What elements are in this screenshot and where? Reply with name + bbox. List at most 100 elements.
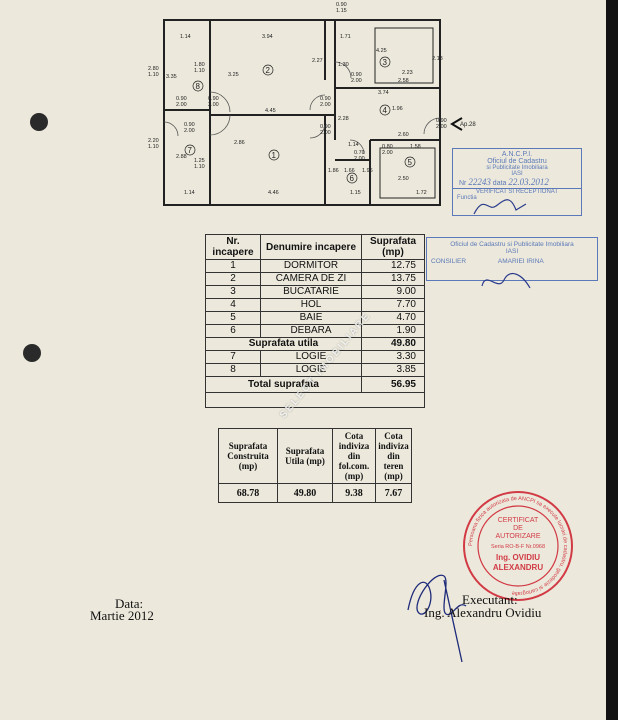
- plan-dim: 2.00: [351, 78, 362, 84]
- date-label: Data:: [115, 596, 144, 611]
- plan-dim: 2.00: [354, 156, 365, 162]
- cell-nr: 6: [205, 324, 261, 338]
- plan-dim: 1.10: [148, 72, 159, 78]
- stamp-title: CERTIFICAT: [498, 517, 539, 524]
- plan-dim: 0.90: [336, 2, 347, 8]
- summary-header: Suprafata Construita (mp): [218, 428, 278, 484]
- summary-header: Cota indiviza din teren (mp): [375, 428, 412, 484]
- stamp-serie: Seria RO-B-F Nr.0968: [491, 544, 545, 550]
- plan-dim: 0.80: [382, 144, 393, 150]
- room-number: 6: [350, 174, 355, 183]
- executant-name: Ing. Alexandru Ovidiu: [424, 605, 542, 620]
- plan-dim: 1.72: [416, 190, 427, 196]
- plan-dim: 1.15: [350, 190, 361, 196]
- cell-area: 9.00: [361, 285, 425, 299]
- summary-value: 9.38: [332, 483, 376, 503]
- signature-oficiu: [481, 272, 531, 289]
- column-header: Nr. incapere: [205, 234, 261, 260]
- signature-stamp: [473, 199, 527, 215]
- plan-dim: 2.80: [148, 66, 159, 72]
- room-number: 7: [188, 146, 193, 155]
- date-value: Martie 2012: [90, 608, 154, 623]
- rooms-table: Nr. incapere Denumire incapere Suprafata…: [205, 234, 425, 408]
- authorization-stamp: Persoana fizica autorizata de ANCPI sa e…: [463, 491, 573, 601]
- plan-dim: 2.28: [338, 116, 349, 122]
- summary-value: 7.67: [375, 483, 412, 503]
- column-header: Suprafata (mp): [361, 234, 425, 260]
- plan-dim: 2.18: [432, 56, 443, 62]
- cell-nr: 3: [205, 285, 261, 299]
- summary-header: Suprafata Utila (mp): [277, 428, 333, 484]
- cell-nr: 7: [205, 350, 261, 364]
- ancpi-verified: VERIFICAT SI RECEPTIONAT: [453, 188, 581, 195]
- plan-dim: 1.14: [348, 142, 359, 148]
- ancpi-stamp-line: A.N.C.P.I.: [501, 151, 533, 158]
- summary-table: Suprafata Construita (mp) Suprafata Util…: [218, 428, 412, 503]
- plan-dim: 0.90: [320, 96, 331, 102]
- plan-dim: 2.00: [320, 130, 331, 136]
- plan-dim: 4.46: [268, 190, 279, 196]
- stamp-title: DE: [513, 525, 523, 532]
- plan-dim: 0.90: [351, 72, 362, 78]
- summary-value-row: 68.78 49.80 9.38 7.67: [218, 483, 412, 503]
- plan-dim: 1.96: [362, 168, 373, 174]
- cell-name: CAMERA DE ZI: [260, 272, 362, 286]
- plan-dim: 2.00: [436, 124, 447, 130]
- room-number: 8: [196, 82, 201, 91]
- cell-nr: 1: [205, 259, 261, 273]
- plan-dim: 2.00: [320, 102, 331, 108]
- page-edge: [606, 0, 618, 720]
- plan-dim: 1.58: [410, 144, 421, 150]
- total-label: Total suprafata: [205, 376, 362, 393]
- plan-dim: 2.00: [208, 102, 219, 108]
- plan-dim: 3.25: [228, 72, 239, 78]
- plan-dim: 2.60: [398, 132, 409, 138]
- plan-dim: 1.25: [194, 158, 205, 164]
- oficiu-consilier: CONSILIER: [431, 258, 467, 265]
- utila-value: 49.80: [361, 337, 425, 351]
- ancpi-data-value: 22.03.2012: [508, 177, 549, 187]
- room-number: 5: [408, 158, 413, 167]
- plan-dim: 4.25: [376, 48, 387, 54]
- plan-dim: 2.20: [148, 138, 159, 144]
- floor-plan: 0.90 1.15 1.14 3.94 1.71 4.25 2.80 1.10 …: [148, 2, 476, 206]
- total-value: 56.95: [361, 376, 425, 393]
- plan-dim: 1.66: [344, 168, 355, 174]
- plan-dim: 2.86: [234, 140, 245, 146]
- plan-dim: 2.58: [398, 78, 409, 84]
- plan-dim: 1.14: [184, 190, 195, 196]
- ancpi-stamp: A.N.C.P.I. Oficiul de Cadastru si Public…: [452, 148, 582, 216]
- oficiu-stamp-line: IASI: [505, 248, 519, 255]
- plan-dim: 1.14: [180, 34, 191, 40]
- plan-dim: 2.27: [312, 58, 323, 64]
- plan-dim: 1.96: [392, 106, 403, 112]
- oficiu-stamp-line: Oficiul de Cadastru si Publicitate Imobi…: [450, 241, 574, 248]
- cell-area: 3.85: [361, 363, 425, 377]
- plan-dim: 2.00: [184, 128, 195, 134]
- summary-header-row: Suprafata Construita (mp) Suprafata Util…: [218, 428, 412, 484]
- plan-dim: 0.90: [320, 124, 331, 130]
- plan-dim: 1.10: [194, 164, 205, 170]
- plan-dim: 2.50: [398, 176, 409, 182]
- plan-dim: 0.70: [354, 150, 365, 156]
- column-header: Denumire incapere: [260, 234, 362, 260]
- plan-dim: 0.90: [436, 118, 447, 124]
- apartment-label: Ap.28: [460, 122, 476, 128]
- cell-name: BUCATARIE: [260, 285, 362, 299]
- stamp-name: ALEXANDRU: [493, 563, 543, 572]
- summary-header: Cota indiviza din fol.com. (mp): [332, 428, 376, 484]
- plan-dim: 2.00: [176, 102, 187, 108]
- cell-nr: 8: [205, 363, 261, 377]
- cell-name: DORMITOR: [260, 259, 362, 273]
- ancpi-nr-label: Nr: [459, 180, 467, 187]
- plan-dim: 2.00: [382, 150, 393, 156]
- punch-hole-top: [30, 113, 48, 131]
